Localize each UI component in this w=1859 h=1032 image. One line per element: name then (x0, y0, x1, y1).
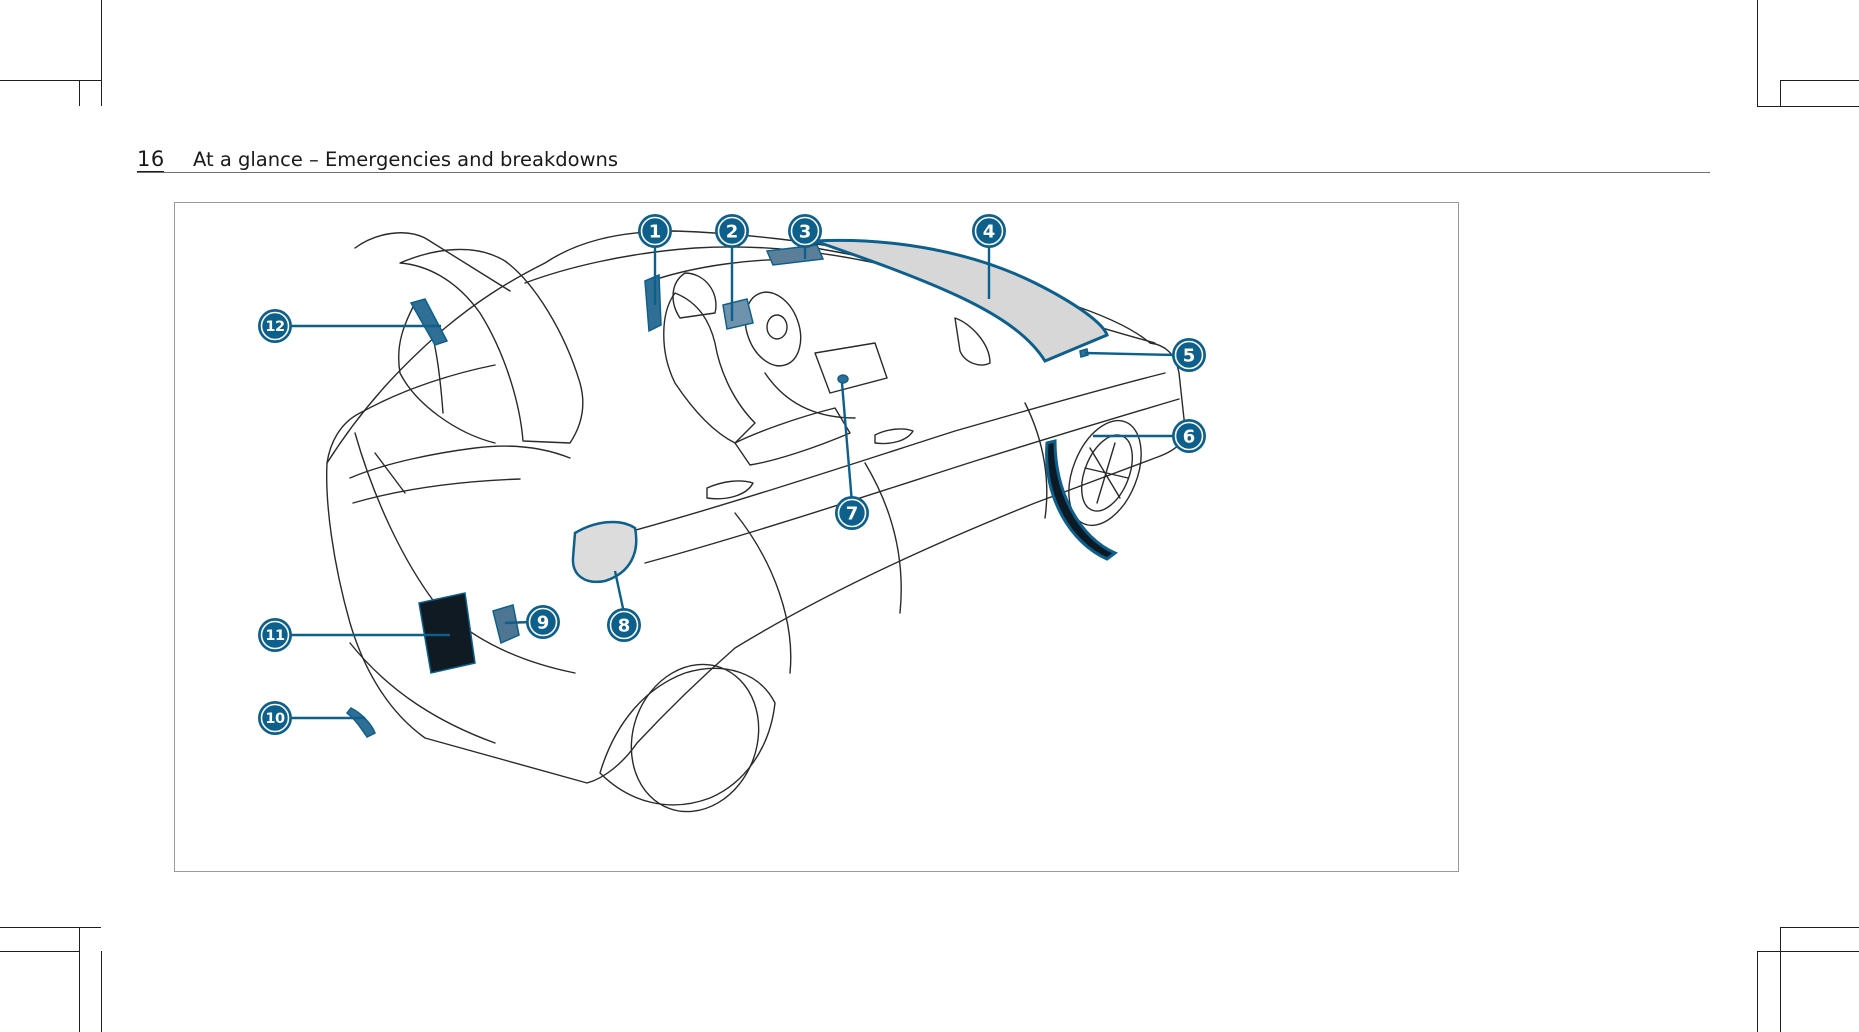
part-1-hazard-switch (645, 275, 661, 331)
crop-mark-bottom-right-h2 (1757, 951, 1859, 952)
callout-12: 12 (258, 309, 292, 343)
part-12-warning-triangle (411, 299, 447, 345)
callout-9: 9 (526, 605, 560, 639)
callout-2: 2 (715, 214, 749, 248)
callout-6: 6 (1172, 419, 1206, 453)
part-2-glovebox (723, 299, 753, 329)
page-title: At a glance – Emergencies and breakdowns (193, 148, 618, 171)
crop-mark-top-right-h (1780, 80, 1859, 81)
header-rule (137, 172, 1710, 173)
page-header: 16 At a glance – Emergencies and breakdo… (137, 144, 1710, 174)
callout-number: 1 (649, 222, 662, 243)
crop-mark-bottom-left-v2 (101, 951, 102, 1032)
car-illustration: 123456789101112 (175, 203, 1460, 873)
callout-3: 3 (788, 214, 822, 248)
page-number: 16 (137, 147, 165, 171)
callout-number: 5 (1183, 346, 1196, 367)
crop-mark-top-left-h (0, 80, 101, 81)
part-11-trunk-tray (419, 593, 475, 673)
callout-10: 10 (258, 701, 292, 735)
callout-number: 6 (1183, 427, 1196, 448)
part-4-bonnet (815, 240, 1107, 361)
callout-number: 4 (983, 222, 996, 243)
crop-mark-bottom-right-v2 (1757, 951, 1758, 1032)
callout-number: 3 (799, 222, 812, 243)
callout-11: 11 (258, 618, 292, 652)
crop-mark-bottom-right-v (1780, 927, 1781, 1032)
callout-4: 4 (972, 214, 1006, 248)
crop-mark-bottom-left-h2 (0, 951, 79, 952)
part-8-fuel-flap (573, 522, 636, 582)
callout-number: 8 (618, 616, 631, 637)
callout-8: 8 (607, 608, 641, 642)
callout-5: 5 (1172, 338, 1206, 372)
part-7-socket (838, 375, 848, 383)
callout-1: 1 (638, 214, 672, 248)
crop-mark-bottom-left-h (0, 927, 101, 928)
crop-mark-bottom-left-v (79, 927, 80, 1032)
car-overview-figure: 123456789101112 (174, 202, 1459, 872)
callout-number: 12 (265, 319, 284, 335)
crop-mark-top-left-v (101, 0, 102, 106)
part-6-tyre (1047, 441, 1115, 559)
callout-7: 7 (835, 496, 869, 530)
crop-mark-top-right-v2 (1780, 80, 1781, 106)
callout-number: 7 (846, 504, 859, 525)
callout-number: 10 (265, 711, 285, 727)
crop-mark-bottom-right-h (1780, 927, 1859, 928)
crop-mark-top-right-v (1757, 0, 1758, 106)
part-10-towing-eye (347, 708, 375, 737)
callout-number: 11 (265, 628, 285, 644)
callout-number: 9 (537, 613, 550, 634)
crop-mark-top-right-h2 (1757, 106, 1859, 107)
callout-number: 2 (726, 222, 739, 243)
crop-mark-top-left-v2 (79, 80, 80, 106)
